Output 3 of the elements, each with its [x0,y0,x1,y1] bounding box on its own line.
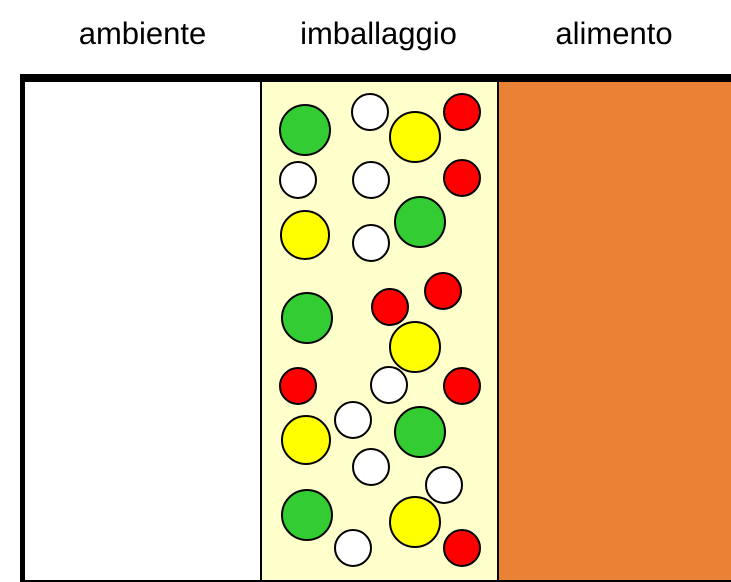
panel-heading: alimento [554,16,674,52]
panel-heading: ambiente [78,16,208,52]
panel-heading: imballaggio [299,16,458,52]
